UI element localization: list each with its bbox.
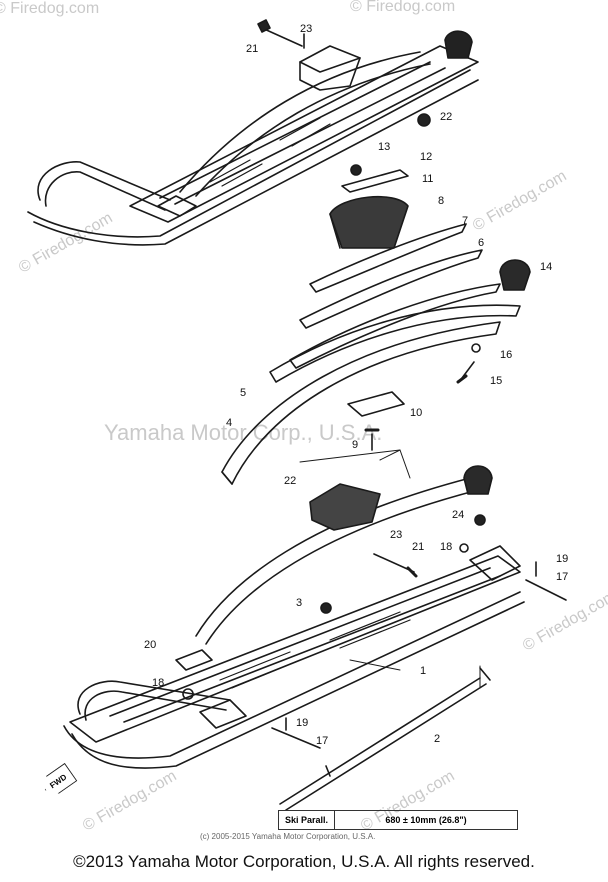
callout-23: 23 [300,23,312,35]
callout-8: 8 [438,195,444,207]
spec-table: Ski Parall. 680 ± 10mm (26.8") [278,810,518,830]
callout-18: 18 [440,541,452,553]
callout-13: 13 [378,141,390,153]
watermark-corner-tl: © Firedog.com [0,0,100,17]
callout-16: 16 [500,349,512,361]
callout-10: 10 [410,407,422,419]
upper-ski-assembly [27,19,479,246]
callout-9: 9 [352,439,358,451]
callout-21b: 21 [412,541,424,553]
fwd-label: FWD [47,772,69,790]
exploded-parts [221,164,531,485]
callout-19b: 19 [296,717,308,729]
callout-12: 12 [420,151,432,163]
lower-ski-assembly [63,465,567,811]
callout-7: 7 [462,215,468,227]
callout-17: 17 [556,571,568,583]
callout-2: 2 [434,733,440,745]
callout-22b: 22 [284,475,296,487]
callout-24: 24 [452,509,464,521]
callout-3: 3 [296,597,302,609]
callout-1: 1 [420,665,426,677]
callout-11: 11 [422,173,433,185]
callout-6: 6 [478,237,484,249]
callout-21: 21 [246,43,258,55]
watermark-corner-top: © Firedog.com [350,0,456,15]
callout-19: 19 [556,553,568,565]
diagram-copyright: (c) 2005-2015 Yamaha Motor Corporation, … [200,832,376,841]
callout-4: 4 [226,417,232,429]
callout-22: 22 [440,111,452,123]
callout-5: 5 [240,387,246,399]
callout-17b: 17 [316,735,328,747]
spec-label: Ski Parall. [285,815,329,825]
callout-20: 20 [144,639,156,651]
callout-18b: 18 [152,677,164,689]
callout-14: 14 [540,261,552,273]
callout-15: 15 [490,375,502,387]
spec-value: 680 ± 10mm (26.8") [334,811,517,829]
callout-23b: 23 [390,529,402,541]
footer-copyright: ©2013 Yamaha Motor Corporation, U.S.A. A… [73,852,535,871]
